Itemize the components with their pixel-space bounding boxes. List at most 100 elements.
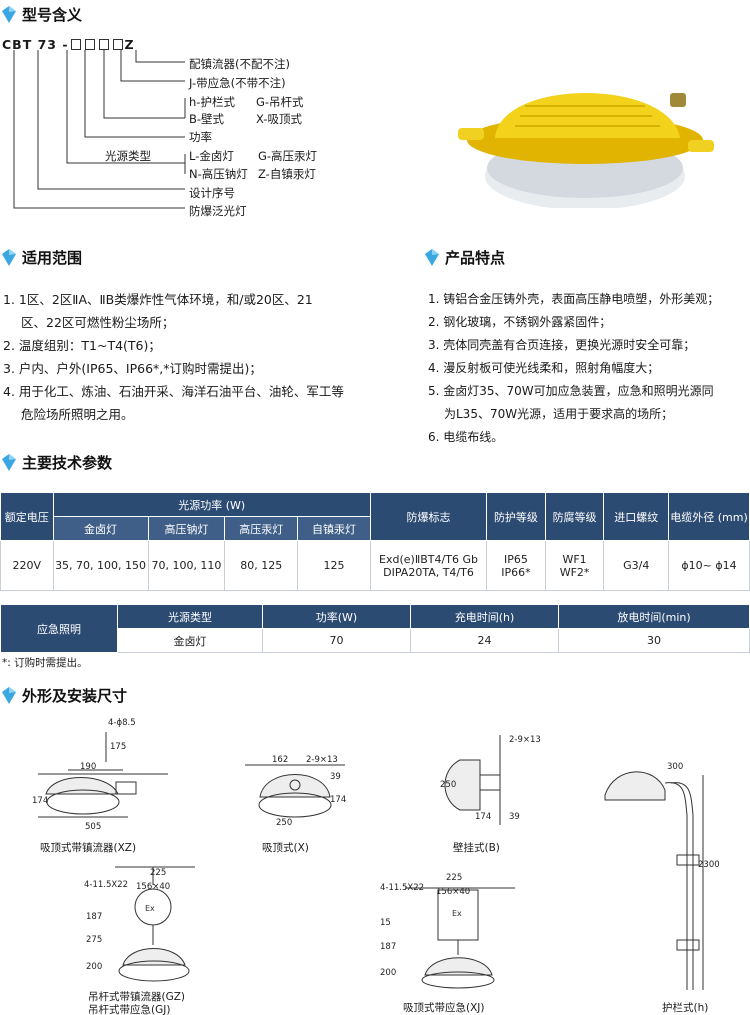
header-power: 光源功率 (W) [52, 492, 371, 517]
code-item: J-带应急(不带不注) [189, 76, 286, 90]
dimension-label: 4-11.5X22 [84, 880, 129, 890]
drawing-xj: Ex [405, 887, 515, 989]
list-item: 5. 金卤灯35、70W可加应急装置，应急和照明光源同 [428, 384, 714, 398]
table-cell: 24 [410, 628, 559, 653]
table-cell: 70, 100, 110 [147, 540, 226, 591]
section-title-features: 产品特点 [425, 247, 505, 268]
model-code: CBT 73 -Z [2, 37, 135, 52]
drawing-label: 吸顶式带应急(XJ) [403, 1002, 485, 1014]
drawing-label: 吸顶式带镇流器(XZ) [40, 842, 137, 854]
dimension-label: 2-9×13 [306, 755, 338, 765]
header-cell: 光源类型 [117, 604, 263, 629]
params-table: 额定电压 光源功率 (W) 防爆标志 防护等级 防腐等级 进口螺纹 电缆外径 (… [0, 492, 750, 591]
list-item: 2. 温度组别：T1~T4(T6)； [3, 338, 161, 353]
table-cell: 70 [262, 628, 411, 653]
dimension-label: 200 [86, 962, 103, 972]
dimension-label: 505 [85, 822, 102, 832]
code-box [70, 39, 81, 50]
dimension-label: 174 [330, 795, 347, 805]
drawing-label: 吸顶式(X) [262, 842, 309, 854]
list-item: 3. 壳体同壳盖有合页连接，更换光源时安全可靠； [428, 338, 696, 352]
header-thread: 进口螺纹 [603, 492, 670, 541]
header-sub: 金卤灯 [52, 516, 149, 541]
model-code-lines [13, 50, 186, 209]
header-sub: 高压汞灯 [224, 516, 299, 541]
drawing-gz: Ex [115, 866, 195, 982]
dimension-label: 187 [86, 912, 103, 922]
table-cell: 30 [558, 628, 750, 653]
code-item: 光源类型 [105, 149, 151, 163]
ex-mark: Ex [145, 904, 155, 913]
list-item: 1. 铸铝合金压铸外壳，表面高压静电喷塑，外形美观； [428, 292, 720, 306]
code-item: 防爆泛光灯 [189, 204, 247, 218]
diamond-icon [2, 249, 16, 266]
header-voltage: 额定电压 [0, 492, 54, 541]
dimension-label: 174 [32, 796, 49, 806]
code-box [112, 39, 123, 50]
header-cell: 功率(W) [262, 604, 411, 629]
dimension-label: 4-ϕ8.5 [108, 718, 136, 728]
list-item: 3. 户内、户外(IP65、IP66*,*订购时需提出)； [3, 361, 262, 376]
dimension-label: 174 [475, 812, 492, 822]
diamond-icon [2, 687, 16, 704]
header-cell: 充电时间(h) [410, 604, 559, 629]
section-title-scope: 适用范围 [2, 247, 82, 268]
dimension-label: 250 [276, 818, 293, 828]
code-item: X-吸顶式 [256, 112, 302, 126]
drawing-label: 吊杆式带应急(GJ) [88, 1004, 171, 1015]
dimension-label: 300 [667, 762, 684, 772]
drawing-b [444, 735, 501, 825]
features-list: 1. 铸铝合金压铸外壳，表面高压静电喷塑，外形美观； 2. 钢化玻璃，不锈钢外露… [428, 288, 719, 449]
code-item: G-高压汞灯 [258, 149, 318, 163]
table-cell: G3/4 [603, 540, 670, 591]
dimension-label: 190 [80, 762, 97, 772]
code-box [84, 39, 95, 50]
list-item: 危险场所照明之用。 [21, 407, 134, 422]
dimension-label: 15 [380, 918, 391, 928]
section-title-params: 主要技术参数 [2, 452, 112, 473]
list-item: 为L35、70W光源，适用于要求高的场所； [444, 407, 674, 421]
code-item: h-护栏式 [189, 95, 235, 109]
drawing-label: 护栏式(h) [662, 1002, 709, 1014]
scope-list: 1. 1区、2区ⅡA、ⅡB类爆炸性气体环境，和/或20区、21 区、22区可燃性… [3, 288, 344, 426]
drawing-label: 吊杆式带镇流器(GZ) [88, 991, 186, 1003]
list-item: 6. 电缆布线。 [428, 430, 504, 444]
list-item: 4. 漫反射板可使光线柔和，照射角幅度大； [428, 361, 660, 375]
table-cell: 金卤灯 [117, 628, 263, 653]
table-cell: 35, 70, 100, 150 [52, 540, 149, 591]
header-emergency: 应急照明 [0, 604, 118, 653]
header-sub: 自镇汞灯 [297, 516, 371, 541]
code-item: N-高压钠灯 [189, 167, 248, 181]
header-cable: 电缆外径 (mm) [668, 492, 750, 541]
dimension-label: 225 [446, 873, 463, 883]
list-item: 4. 用于化工、炼油、石油开采、海洋石油平台、油轮、军工等 [3, 384, 344, 399]
table-cell: 125 [297, 540, 371, 591]
dimension-label: 162 [272, 755, 289, 765]
drawing-label: 壁挂式(B) [453, 842, 500, 854]
code-item: B-壁式 [189, 112, 225, 126]
dimension-label: 2300 [698, 860, 720, 870]
product-photo [458, 93, 714, 208]
dimension-label: 156×40 [136, 882, 171, 892]
code-item: Z-自镇汞灯 [258, 167, 316, 181]
table-cell: ϕ10~ ϕ14 [668, 540, 750, 591]
list-item: 区、22区可燃性粉尘场所； [21, 315, 175, 330]
list-item: 1. 1区、2区ⅡA、ⅡB类爆炸性气体环境，和/或20区、21 [3, 292, 313, 307]
drawing-xz [38, 732, 168, 818]
dimension-label: 39 [509, 812, 520, 822]
dimension-label: 175 [110, 742, 127, 752]
footnote: *: 订购时需提出。 [2, 657, 88, 669]
code-box [98, 39, 109, 50]
table-cell: 80, 125 [224, 540, 299, 591]
header-cell: 放电时间(min) [558, 604, 750, 629]
code-item: L-金卤灯 [189, 149, 234, 163]
dimension-label: 2-9×13 [509, 735, 541, 745]
section-title-model: 型号含义 [2, 4, 82, 25]
code-item: 配镇流器(不配不注) [189, 57, 290, 71]
header-ip: 防护等级 [486, 492, 546, 541]
emergency-table: 应急照明 光源类型 功率(W) 充电时间(h) 放电时间(min) 金卤灯 70… [0, 604, 750, 653]
dimension-label: 39 [330, 772, 341, 782]
